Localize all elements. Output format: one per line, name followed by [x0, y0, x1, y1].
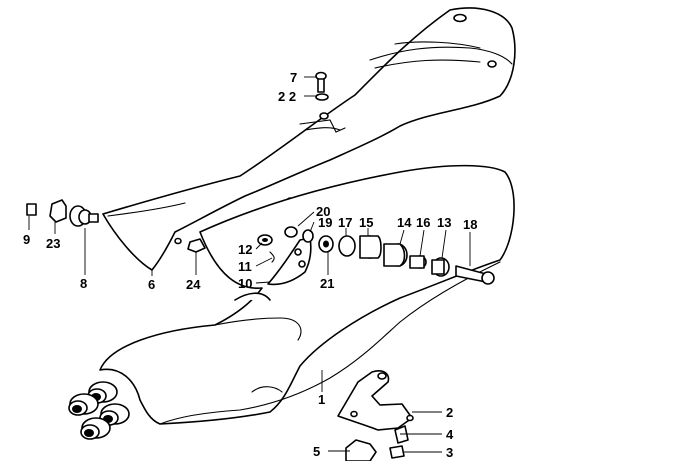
callout-24: 24	[186, 277, 201, 292]
callout-11: 11	[238, 259, 252, 274]
callout-4: 4	[446, 427, 454, 442]
fastener-bolt-7	[315, 71, 329, 101]
callout-labels: 7 2 2 9 23 8 6 24 20 19 17 15 14 16 13 1…	[23, 70, 477, 460]
rubber-mount	[26, 199, 99, 227]
callout-1: 1	[318, 392, 325, 407]
callout-16: 16	[416, 215, 430, 230]
fastener-nut-24	[187, 238, 206, 253]
callout-6: 6	[148, 277, 155, 292]
bushing-stack	[284, 226, 495, 285]
callout-20: 20	[316, 204, 330, 219]
callout-8: 8	[80, 276, 87, 291]
callout-13: 13	[437, 215, 451, 230]
callout-12: 12	[238, 242, 252, 257]
clamp-plate	[267, 237, 312, 286]
callout-10: 10	[238, 276, 252, 291]
callout-17: 17	[338, 215, 352, 230]
muffler	[99, 164, 515, 425]
callout-5: 5	[313, 444, 320, 459]
callout-9: 9	[23, 232, 30, 247]
callout-21: 21	[320, 276, 334, 291]
callout-18: 18	[463, 217, 477, 232]
callout-15: 15	[359, 215, 373, 230]
callout-22: 2 2	[278, 89, 296, 104]
callout-leaders	[28, 76, 471, 453]
fastener-screw-12	[257, 234, 275, 263]
mounting-bracket	[337, 370, 414, 461]
exhaust-tips	[68, 381, 130, 440]
callout-7: 7	[290, 70, 297, 85]
callout-23: 23	[46, 236, 60, 251]
callout-14: 14	[397, 215, 412, 230]
callout-19: 19	[318, 215, 332, 230]
callout-2: 2	[446, 405, 453, 420]
callout-3: 3	[446, 445, 453, 460]
